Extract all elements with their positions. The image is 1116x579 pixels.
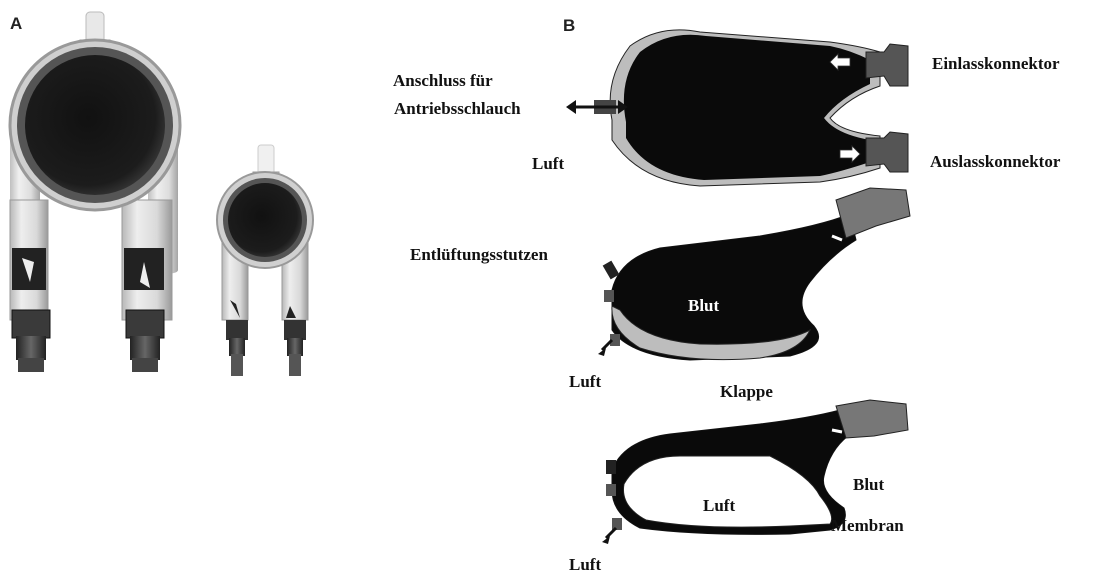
label-klappe: Klappe (720, 383, 773, 400)
label-einlasskonnektor: Einlasskonnektor (932, 55, 1060, 72)
label-luft-bottom: Luft (569, 556, 601, 573)
label-blut-middle: Blut (688, 297, 719, 314)
label-luft-middle: Luft (569, 373, 601, 390)
label-membran: Membran (831, 517, 904, 534)
small-pump-photo (217, 145, 313, 376)
label-anschluss-line2: Antriebsschlauch (394, 100, 521, 117)
label-luft-top: Luft (532, 155, 564, 172)
large-pump-photo (10, 12, 180, 372)
middle-pump-diagram (598, 188, 910, 360)
top-pump-diagram (566, 30, 908, 186)
label-blut-bottom: Blut (853, 476, 884, 493)
label-luft-bottom-inner: Luft (703, 497, 735, 514)
label-entlueftungsstutzen: Entlüftungsstutzen (410, 246, 548, 263)
label-anschluss-line1: Anschluss für (393, 72, 493, 89)
label-auslasskonnektor: Auslasskonnektor (930, 153, 1060, 170)
